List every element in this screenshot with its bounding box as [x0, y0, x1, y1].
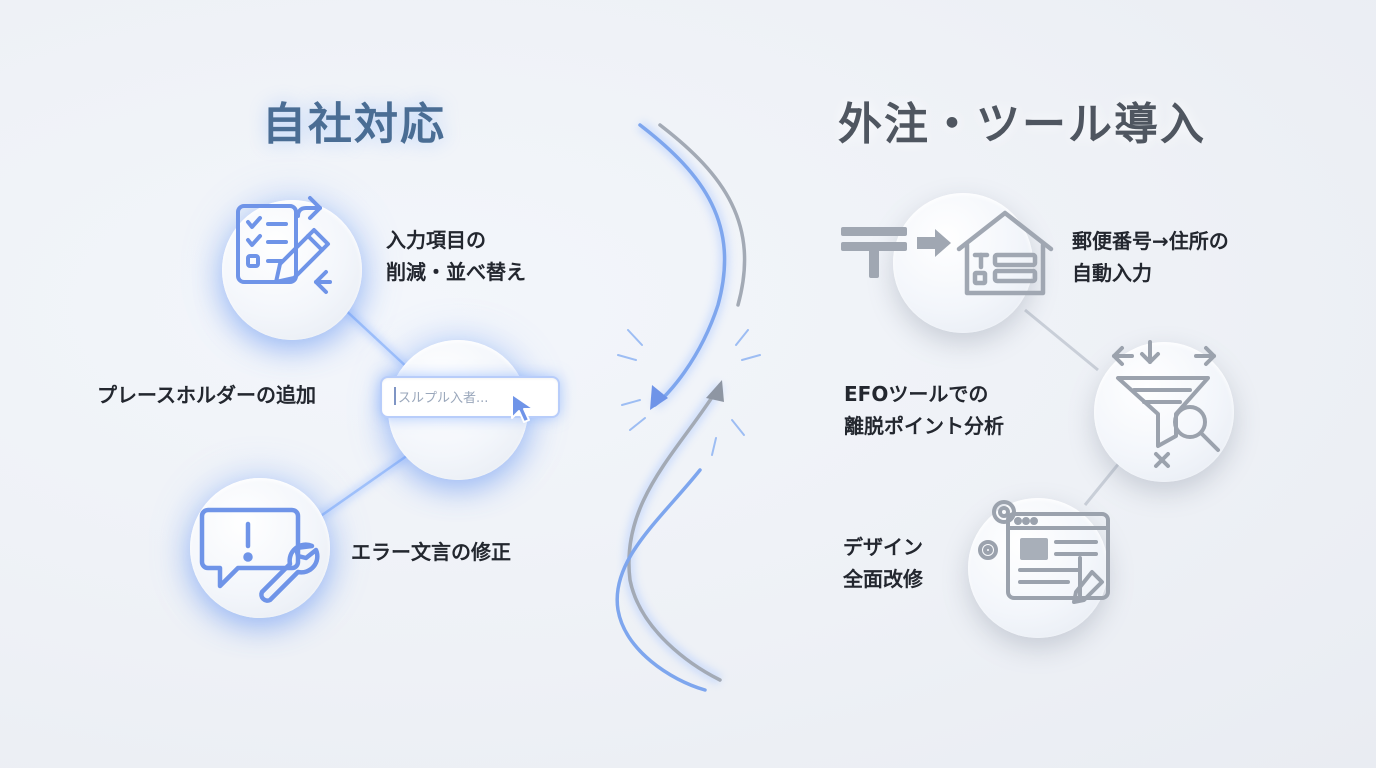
right-label-1: 郵便番号→住所の 自動入力 — [1072, 229, 1229, 285]
right-node-3 — [968, 498, 1110, 638]
left-node-3 — [190, 478, 330, 618]
left-node-1 — [222, 196, 362, 340]
left-label-1: 入力項目の 削減・並べ替え — [386, 228, 526, 284]
funnel-magnifier-icon — [1112, 340, 1220, 468]
left-label-2: プレースホルダーの追加 — [97, 383, 316, 407]
right-connectors — [1024, 308, 1122, 506]
divider-arrows — [615, 120, 761, 692]
left-title: 自社対応 — [262, 99, 446, 150]
right-node-2 — [1094, 340, 1234, 482]
browser-gear-pen-icon — [978, 500, 1110, 604]
left-connectors — [312, 301, 414, 524]
right-label-3: デザイン 全面改修 — [843, 535, 923, 591]
right-node-1 — [841, 193, 1054, 333]
placeholder-sample-text: スルプル入者... — [398, 391, 489, 406]
placeholder-input-icon: スルプル入者... — [380, 376, 560, 423]
text-caret — [394, 387, 396, 405]
postal-mark-to-house-icon — [841, 210, 1054, 296]
right-label-2: EFOツールでの 離脱ポイント分析 — [844, 382, 1004, 438]
checklist-pencil-icon — [236, 196, 332, 294]
left-label-3: エラー文言の修正 — [351, 540, 511, 564]
mouse-cursor-icon — [511, 393, 535, 423]
error-message-wrench-icon — [199, 507, 320, 603]
right-title: 外注・ツール導入 — [838, 99, 1206, 150]
